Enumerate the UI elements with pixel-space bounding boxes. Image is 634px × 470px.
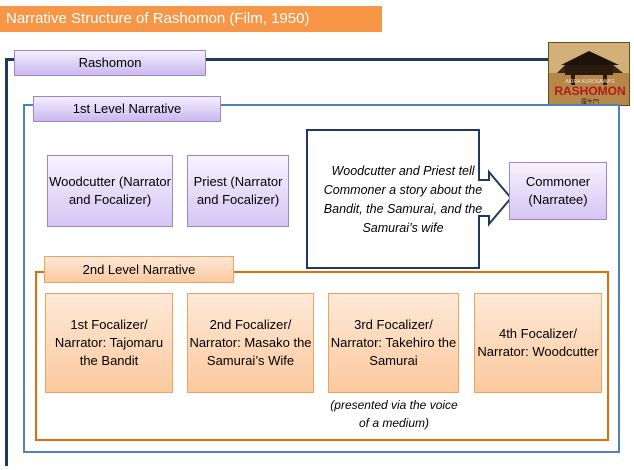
focalizer-label-1: 1st Focalizer/ Narrator: Tajomaru the Ba… (54, 317, 164, 368)
level2-frame (35, 271, 609, 441)
priest-box: Priest (Narrator and Focalizer) (187, 155, 289, 227)
slide-title: Narrative Structure of Rashomon (Film, 1… (0, 6, 382, 32)
focalizer-box-3: 3rd Focalizer/ Narrator: Takehiro the Sa… (328, 293, 459, 393)
focalizer-label-4: 4th Focalizer/ Narrator: Woodcutter (477, 326, 599, 359)
priest-label: Priest (Narrator and Focalizer) (193, 174, 283, 207)
poster-title: RASHOMON (554, 84, 625, 98)
level1-frame (23, 104, 620, 453)
rashomon-poster-image: AKIRA KUROSAWA'S RASHOMON 羅生門 (548, 42, 630, 106)
commoner-label: Commoner (Narratee) (525, 174, 591, 207)
callout-label: Woodcutter and Priest tell Commoner a st… (323, 164, 483, 235)
woodcutter-box: Woodcutter (Narrator and Focalizer) (47, 155, 173, 227)
level1-tab-label: 1st Level Narrative (33, 96, 221, 122)
poster-graphic: AKIRA KUROSAWA'S RASHOMON 羅生門 (549, 43, 629, 106)
focalizer-box-4: 4th Focalizer/ Narrator: Woodcutter (474, 293, 602, 393)
commoner-box: Commoner (Narratee) (509, 162, 607, 220)
rashomon-tab-label: Rashomon (14, 50, 206, 76)
rashomon-frame (5, 58, 627, 466)
woodcutter-label: Woodcutter (Narrator and Focalizer) (49, 174, 171, 207)
poster-subtitle: AKIRA KUROSAWA'S (565, 79, 615, 85)
level2-tab-label: 2nd Level Narrative (44, 256, 234, 283)
poster-kanji: 羅生門 (581, 98, 599, 106)
story-callout-arrow (306, 129, 513, 269)
focalizer-label-2: 2nd Focalizer/ Narrator: Masako the Samu… (189, 317, 312, 368)
focalizer-box-1: 1st Focalizer/ Narrator: Tajomaru the Ba… (45, 293, 173, 393)
focalizer-box-2: 2nd Focalizer/ Narrator: Masako the Samu… (187, 293, 314, 393)
story-callout-text: Woodcutter and Priest tell Commoner a st… (313, 136, 493, 264)
medium-note: (presented via the voice of a medium) (330, 398, 458, 430)
focalizer-label-3: 3rd Focalizer/ Narrator: Takehiro the Sa… (330, 317, 457, 368)
